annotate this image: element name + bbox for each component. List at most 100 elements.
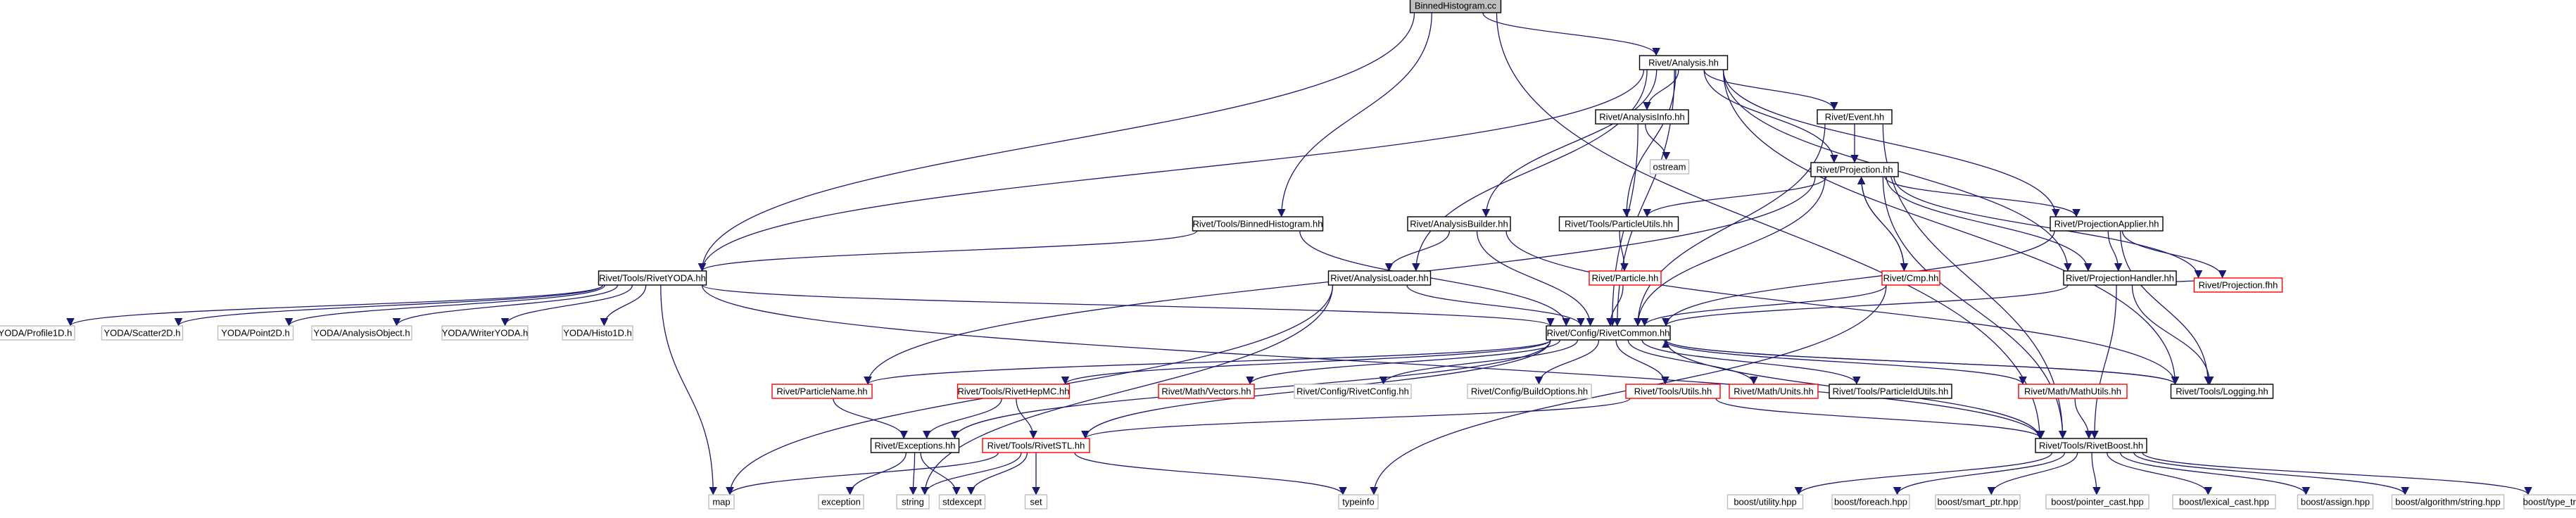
node-box — [1595, 109, 1689, 125]
edge-line — [1882, 123, 2067, 439]
node-analysisinfo-hh[interactable]: Rivet/AnalysisInfo.hh — [1595, 109, 1689, 125]
node-box — [708, 494, 735, 510]
edge-binnedhisto_hh-to-rivetyoda_hh — [697, 230, 1198, 272]
node-particle-hh[interactable]: Rivet/Particle.hh — [1589, 270, 1662, 286]
node-boost-lexicalcast: boost/lexical_cast.hpp — [2172, 494, 2276, 510]
node-label: Rivet/Exceptions.hh — [875, 441, 956, 451]
node-rivetyoda-hh[interactable]: Rivet/Tools/RivetYODA.hh — [598, 270, 707, 286]
node-box — [771, 384, 873, 399]
node-box — [1024, 494, 1048, 510]
edge-line — [2107, 452, 2213, 495]
node-box — [1829, 384, 1952, 399]
node-event-hh[interactable]: Rivet/Event.hh — [1817, 109, 1893, 125]
edge-projectionhandler_hh-to-logging_hh — [2131, 284, 2214, 385]
node-rivetcommon-hh[interactable]: Rivet/Config/RivetCommon.hh — [1546, 325, 1671, 341]
edge-line — [1634, 176, 1826, 327]
edge-line — [1615, 339, 1669, 385]
edge-line — [1061, 339, 1551, 385]
edge-line — [1619, 230, 1629, 272]
edge-line — [845, 452, 907, 495]
node-logging-hh[interactable]: Rivet/Tools/Logging.hh — [2170, 384, 2274, 399]
node-label: Rivet/Projection.fhh — [2199, 280, 2278, 291]
node-vectors-hh[interactable]: Rivet/Math/Vectors.hh — [1158, 384, 1255, 399]
edge-binned_cc-to-rivetboost_hh — [1496, 12, 2044, 439]
node-label: Rivet/AnalysisInfo.hh — [1599, 112, 1684, 122]
edge-line — [1612, 69, 1675, 327]
edge-line — [2091, 452, 2101, 495]
edge-binned_cc-to-binnedhisto_hh — [1277, 12, 1432, 217]
edge-line — [284, 284, 605, 327]
node-label: exception — [821, 497, 861, 507]
node-box — [2050, 216, 2164, 232]
node-cmp-hh[interactable]: Rivet/Cmp.hh — [1881, 270, 1940, 286]
node-box — [101, 325, 184, 341]
node-analysisobject: YODA/AnalysisObject.h — [311, 325, 412, 341]
node-units-hh[interactable]: Rivet/Math/Units.hh — [1729, 384, 1819, 399]
edge-line — [1703, 69, 1838, 110]
node-box — [2523, 494, 2576, 510]
node-box — [1810, 162, 1899, 177]
edge-logging_hh-to-rivetcommon_hh — [1662, 339, 2176, 385]
edge-binnedhisto_hh-to-rivetcommon_hh — [1299, 230, 1571, 327]
node-boost-foreach: boost/foreach.hpp — [1831, 494, 1910, 510]
node-box — [2172, 494, 2276, 510]
node-rivetstl-hh[interactable]: Rivet/Tools/RivetSTL.hh — [982, 438, 1090, 453]
node-projection-fhh[interactable]: Rivet/Projection.fhh — [2193, 277, 2283, 293]
node-binned-cc[interactable]: BinnedHistogram.cc — [1409, 0, 1502, 13]
node-particlename-hh[interactable]: Rivet/ParticleName.hh — [771, 384, 873, 399]
node-projectionhandler-hh[interactable]: Rivet/ProjectionHandler.hh — [2063, 270, 2177, 286]
edge-rivetcommon_hh-to-rivethepmc_hh — [1061, 339, 1551, 385]
node-toolsutils-hh[interactable]: Rivet/Tools/Utils.hh — [1625, 384, 1721, 399]
node-particleutils-hh[interactable]: Rivet/Tools/ParticleUtils.hh — [1558, 216, 1679, 232]
edge-projectionhandler_hh-to-rivetboost_hh — [2090, 284, 2117, 439]
node-label: boost/utility.hpp — [1734, 497, 1796, 507]
edge-line — [1722, 69, 2180, 385]
node-ostream: ostream — [1649, 159, 1690, 175]
node-label: Rivet/ProjectionApplier.hh — [2054, 219, 2159, 229]
node-label: ostream — [1653, 162, 1686, 172]
node-exceptions-hh[interactable]: Rivet/Exceptions.hh — [870, 438, 960, 453]
edge-rivetcommon_hh-to-particleidutils_hh — [1641, 339, 1861, 385]
node-rivethepmc-hh[interactable]: Rivet/Tools/RivetHepMC.hh — [956, 384, 1071, 399]
edge-line — [2119, 452, 2311, 495]
node-analysisbuilder-hh[interactable]: Rivet/AnalysisBuilder.hh — [1407, 216, 1511, 232]
node-binnedhisto-hh[interactable]: Rivet/Tools/BinnedHistogram.hh — [1192, 216, 1324, 232]
node-label: Rivet/ParticleName.hh — [776, 386, 867, 397]
edge-projectionapplier_hh-to-logging_hh — [2120, 230, 2213, 385]
node-analysis-hh[interactable]: Rivet/Analysis.hh — [1639, 55, 1729, 70]
node-particleidutils-hh[interactable]: Rivet/Tools/ParticleIdUtils.hh — [1829, 384, 1952, 399]
node-box — [1639, 55, 1729, 70]
node-box — [2391, 494, 2505, 510]
node-rivetconfig-hh: Rivet/Config/RivetConfig.hh — [1294, 384, 1412, 399]
node-mathutils-hh[interactable]: Rivet/Math/MathUtils.hh — [2018, 384, 2128, 399]
node-projection-hh[interactable]: Rivet/Projection.hh — [1810, 162, 1899, 177]
edge-line — [174, 284, 604, 327]
edge-rivetboost_hh-to-boost_typetraits — [2142, 452, 2532, 495]
node-rivetboost-hh[interactable]: Rivet/Tools/RivetBoost.hh — [2035, 438, 2147, 453]
node-profile1d: YODA/Profile1D.h — [0, 325, 75, 341]
edge-line — [909, 452, 918, 495]
edge-line — [1482, 69, 1658, 217]
node-label: boost/foreach.hpp — [1834, 497, 1907, 507]
node-analysisloader-hh[interactable]: Rivet/AnalysisLoader.hh — [1327, 270, 1432, 286]
node-label: Rivet/Tools/Utils.hh — [1634, 386, 1712, 397]
node-label: Rivet/Event.hh — [1825, 112, 1885, 122]
node-box — [2193, 277, 2283, 293]
edge-line — [1622, 69, 1677, 217]
edge-line — [921, 284, 1334, 495]
node-label: BinnedHistogram.cc — [1415, 1, 1497, 11]
edge-line — [697, 69, 1645, 272]
edge-line — [1412, 69, 1648, 272]
node-box — [1831, 494, 1910, 510]
node-label: Rivet/Tools/RivetSTL.hh — [987, 441, 1085, 451]
edge-projectionapplier_hh-to-rivetcommon_hh — [1662, 230, 2055, 327]
edge-analysis_hh-to-particleutils_hh — [1622, 69, 1677, 217]
edge-line — [2107, 230, 2123, 272]
edge-line — [1662, 230, 2055, 327]
node-projectionapplier-hh[interactable]: Rivet/ProjectionApplier.hh — [2050, 216, 2164, 232]
node-box — [1649, 159, 1690, 175]
node-label: Rivet/Config/RivetConfig.hh — [1296, 386, 1409, 397]
edge-rivetboost_hh-to-boost_lexicalcast — [2107, 452, 2213, 495]
edge-line — [2090, 284, 2117, 439]
